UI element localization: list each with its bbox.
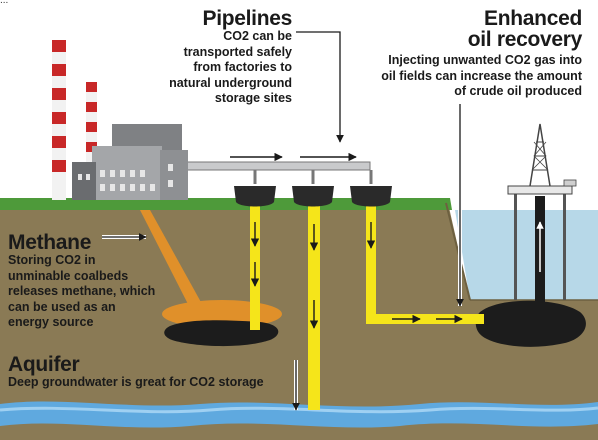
annotation-arrows: [102, 30, 544, 411]
oil-rig: [507, 123, 577, 300]
methane-callout: Methane Storing CO2 in unminable coalbed…: [8, 232, 168, 331]
aquifer-water: [0, 401, 598, 428]
aquifer-title: Aquifer: [8, 353, 80, 376]
flow-arrows: [250, 222, 463, 329]
pipelines-description: CO2 can be transported safely from facto…: [169, 29, 292, 105]
pipelines-title: Pipelines: [202, 7, 292, 30]
oil-field: [475, 300, 586, 347]
methane-description: Storing CO2 in unminable coalbeds releas…: [8, 253, 156, 329]
surface-pipeline: [184, 152, 373, 184]
enhanced-oil-recovery-description: Injecting unwanted CO2 gas into oil fiel…: [381, 53, 582, 98]
factory: [72, 124, 188, 200]
sea: [455, 210, 598, 300]
smokestacks: [52, 40, 97, 200]
coalbed-deposit: [164, 320, 279, 347]
coal-seam-pipe: [140, 210, 202, 308]
pipelines-callout: Pipelines CO2 can be transported safely …: [160, 8, 292, 107]
methane-title: Methane: [8, 231, 92, 254]
aquifer-description: Deep groundwater is great for CO2 storag…: [8, 375, 264, 389]
wellheads: [234, 186, 392, 207]
cropped-text-fragment: ...: [0, 0, 9, 6]
grass: [0, 198, 452, 210]
enhanced-oil-recovery-title: Enhanced oil recovery: [467, 7, 583, 51]
aquifer-callout: Aquifer Deep groundwater is great for CO…: [8, 354, 328, 391]
soil: [0, 203, 598, 440]
enhanced-oil-recovery-callout: Enhanced oil recovery Injecting unwanted…: [376, 8, 582, 100]
